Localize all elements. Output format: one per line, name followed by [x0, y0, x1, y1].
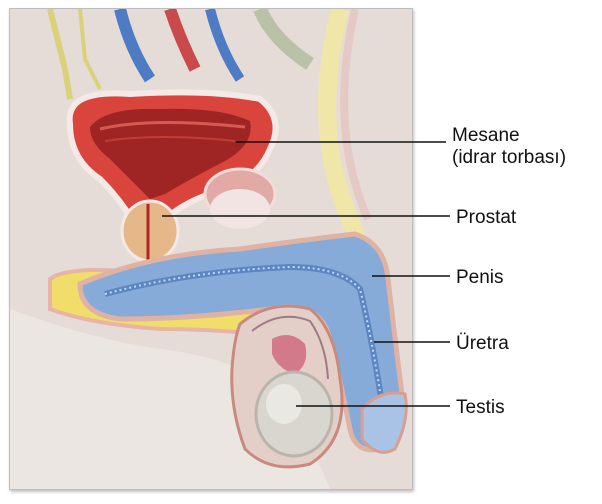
label-uretra: Üretra [456, 333, 509, 355]
label-mesane: Mesane (idrar torbası) [452, 125, 566, 169]
label-penis: Penis [456, 267, 504, 289]
label-testis: Testis [456, 397, 505, 419]
label-mesane-line1: Mesane [452, 125, 566, 147]
label-mesane-line2: (idrar torbası) [452, 147, 566, 169]
label-prostat: Prostat [456, 207, 516, 229]
